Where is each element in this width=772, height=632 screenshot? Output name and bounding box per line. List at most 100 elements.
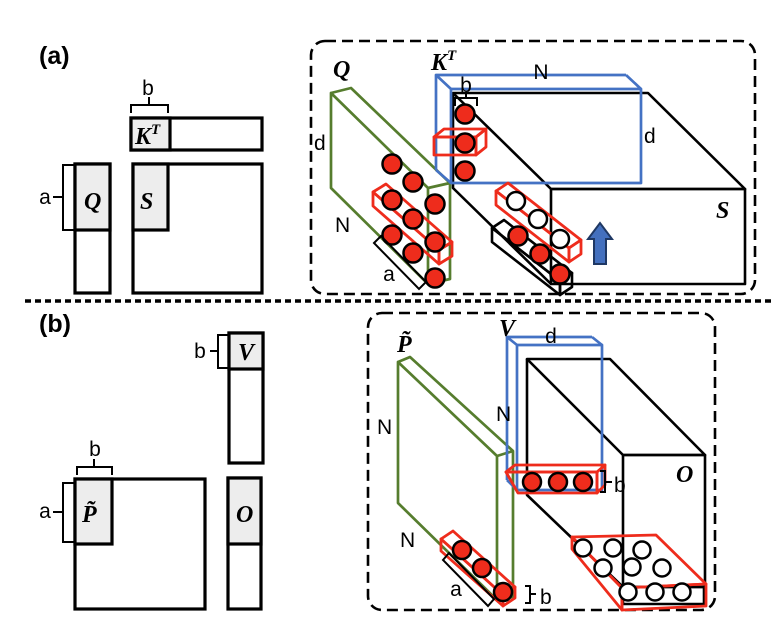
s-scene-label: S (716, 198, 729, 224)
red-dot (402, 208, 424, 230)
matrix-v-2d-tile (227, 331, 265, 371)
white-dot (618, 582, 638, 602)
dim-n-q-scene: N (335, 214, 350, 237)
matrix-o-2d-tile (226, 476, 263, 546)
dim-a-q-2d: a (39, 186, 51, 209)
brace-a-p-2d (53, 482, 75, 543)
matrix-p-2d-tile (73, 477, 114, 546)
q-row-tile-end (437, 240, 454, 266)
red-dot (529, 243, 551, 265)
red-dot (381, 189, 403, 211)
panel-b-scene-border (366, 311, 717, 612)
matrix-v-2d-label: V (238, 340, 256, 366)
red-dot (454, 132, 476, 154)
s-box-top-face (451, 91, 747, 191)
kt-scene-label-sup: T (447, 48, 457, 64)
kt-label-main: K (134, 124, 153, 150)
red-dot (424, 267, 446, 289)
red-dot (521, 471, 543, 493)
dim-n-v-scene: N (496, 403, 511, 426)
panel-b-schematic: (b) V b P̃ b a O (39, 310, 265, 611)
brace-b-o-row (600, 470, 612, 493)
red-dot (424, 193, 446, 215)
up-arrow-icon (586, 221, 614, 265)
white-dot (672, 582, 692, 602)
matrix-q-2d-label: Q (84, 189, 101, 215)
matrix-kt-2d-label: KT (134, 122, 161, 150)
white-dot (645, 582, 665, 602)
matrix-o-2d-label: O (236, 502, 253, 528)
matrix-p-2d-label: P̃ (81, 502, 97, 528)
q-plane-side (330, 86, 452, 286)
red-dot (381, 153, 403, 175)
red-dot (381, 224, 403, 246)
red-dot (492, 581, 514, 603)
red-dot (402, 171, 424, 193)
white-dot (549, 228, 571, 250)
dim-d-v-scene: d (545, 325, 557, 348)
red-dot (547, 471, 569, 493)
red-dot (549, 263, 571, 285)
dim-d-kt-scene: d (644, 125, 656, 148)
white-dot (505, 190, 527, 212)
s-pending-tile-slab (494, 181, 583, 264)
panel-a-schematic: (a) KT b Q a S (39, 42, 264, 295)
kt-scene-label-main: K (430, 50, 449, 76)
o-scene-label: O (676, 462, 693, 488)
dim-n-kt-scene: N (533, 61, 548, 84)
s-pending-tile-end (567, 238, 583, 264)
o-pending-dots (573, 538, 692, 602)
panel-a-tag: (a) (39, 42, 70, 70)
v-scene-label: V (499, 316, 517, 342)
white-dot (632, 540, 652, 560)
white-dot (527, 208, 549, 230)
p-scene-label: P̃ (396, 332, 412, 358)
brace-b-p-2d (76, 459, 113, 475)
kt-scene-label: KT (430, 48, 457, 76)
kt-box-back-edges (434, 73, 642, 185)
s-computed-dots (507, 225, 571, 285)
o-box-top-face (525, 357, 707, 457)
kt-label-sup: T (151, 122, 161, 138)
panel-a-scene-border (309, 39, 757, 296)
dim-b-v-2d: b (194, 340, 206, 363)
brace-b-p-scene (525, 585, 536, 604)
red-dot (471, 557, 493, 579)
panel-b-tag: (b) (39, 310, 71, 338)
white-dot (622, 557, 642, 577)
q-dot-grid (381, 153, 446, 289)
red-dot (451, 539, 473, 561)
dim-a-p-2d: a (39, 500, 51, 523)
s-box-front-face (549, 187, 747, 286)
white-dot (573, 538, 593, 558)
brace-a-q-scene (372, 234, 428, 291)
matrix-s-2d-tile (131, 162, 170, 232)
matrix-s-2d-label: S (140, 189, 153, 215)
matrix-kt-2d-tile (129, 116, 172, 152)
dim-b-kt-scene: b (460, 74, 472, 97)
dim-n-p-bottom: N (400, 529, 415, 552)
dim-b-kt-2d: b (142, 77, 154, 100)
v-box-front-face (515, 343, 604, 492)
white-dot (652, 558, 672, 578)
red-dot (572, 471, 594, 493)
kt-col-dots (454, 103, 476, 182)
dim-b-p-2d: b (89, 438, 101, 461)
dim-n-p-left: N (377, 416, 392, 439)
q-scene-label: Q (333, 57, 350, 83)
dim-a-p-scene: a (450, 578, 462, 601)
dim-b-p-scene: b (540, 586, 552, 609)
dim-b-o-row: b (614, 474, 626, 497)
red-dot (454, 160, 476, 182)
red-dot (507, 225, 529, 247)
brace-a-p-scene (441, 551, 496, 608)
kt-box-front-face (449, 87, 643, 185)
matrix-q-2d-tile (73, 162, 112, 232)
red-dot (424, 231, 446, 253)
brace-b-v-2d (210, 334, 229, 369)
q-row-tile-slab (371, 182, 454, 266)
red-dot (454, 103, 476, 125)
white-dot (603, 538, 623, 558)
